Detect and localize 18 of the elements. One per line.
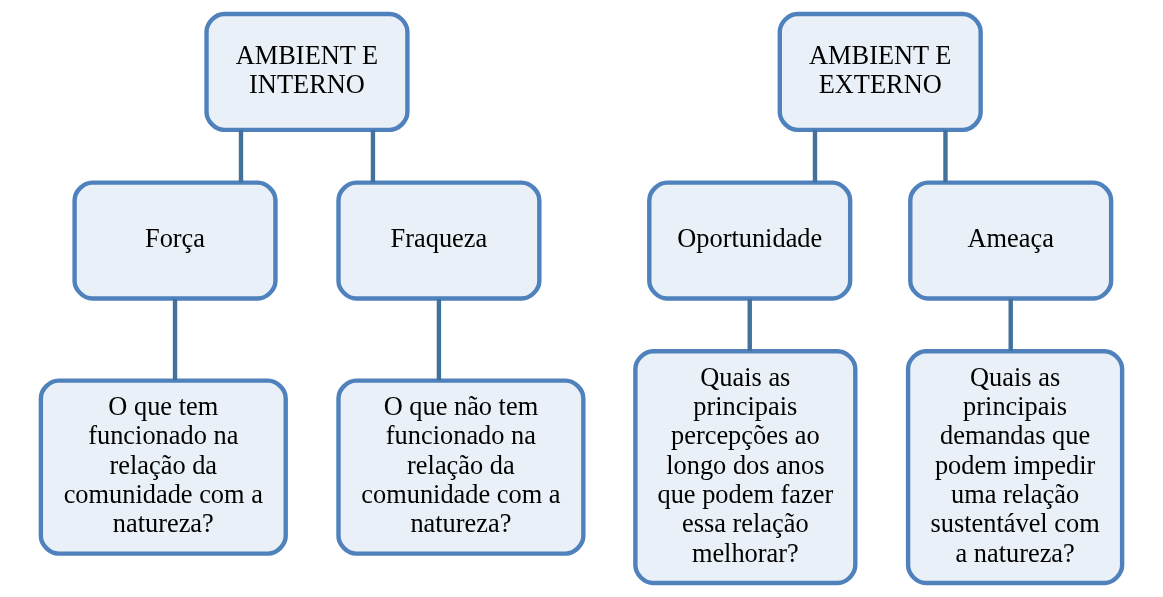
node-box: O que não tem funcionado na relação da comunidade com a natureza?: [336, 378, 586, 556]
connector: [436, 298, 442, 381]
connector: [238, 130, 244, 183]
node-box: Fraqueza: [336, 180, 542, 301]
node-box: Força: [72, 180, 278, 301]
connector: [1008, 298, 1013, 351]
node-box: Ameaça: [908, 180, 1114, 301]
connector: [172, 298, 178, 381]
connector: [812, 130, 818, 183]
connector: [747, 298, 752, 351]
connector: [943, 130, 948, 183]
node-box: Oportunidade: [647, 180, 853, 301]
node-box: AMBIENT E EXTERNO: [777, 11, 983, 133]
node-box: Quais as principais percepções ao longo dos anos que podem fazer essa relação melhorar?: [633, 349, 858, 586]
node-box: Quais as principais demandas que podem impedir uma relação sustentável com a natureza?: [905, 349, 1125, 586]
connector: [370, 130, 376, 183]
node-box: O que tem funcionado na relação da comunidade com a natureza?: [38, 378, 288, 556]
node-box: AMBIENT E INTERNO: [204, 11, 410, 133]
